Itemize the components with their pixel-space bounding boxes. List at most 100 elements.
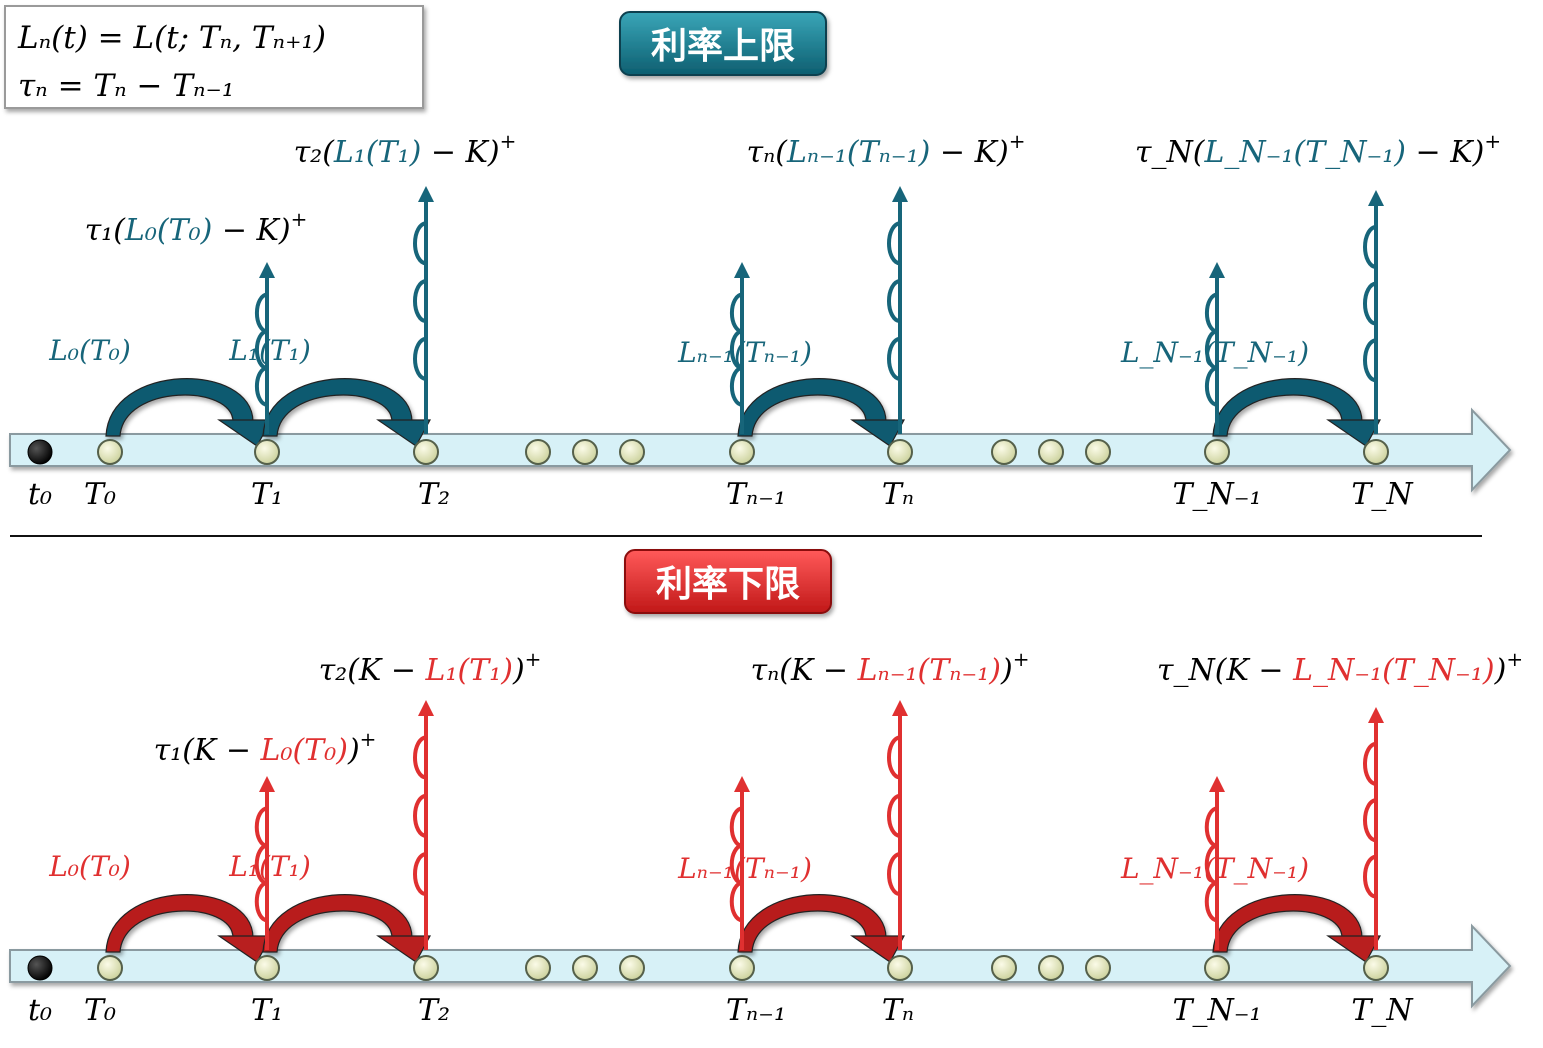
definitions-box: Lₙ(t) = L(t; Tₙ, Tₙ₊₁) τₙ = Tₙ − Tₙ₋₁ bbox=[4, 5, 424, 109]
definition-tau: τₙ = Tₙ − Tₙ₋₁ bbox=[18, 68, 234, 104]
arc-arrowhead-icon bbox=[1326, 935, 1382, 963]
payoff-part: L₁(T₁) bbox=[333, 135, 421, 170]
time-label: T_N bbox=[1351, 477, 1414, 512]
payoff-label: τ_N(L_N₋₁(T_N₋₁) − K)+ bbox=[1135, 129, 1501, 170]
payoff-label: τ₁(L₀(T₀) − K)+ bbox=[85, 207, 308, 248]
time-node-icon bbox=[1363, 955, 1389, 981]
ellipsis-node-icon bbox=[572, 439, 598, 465]
ellipsis-node-icon bbox=[991, 439, 1017, 465]
time-label: Tₙ bbox=[882, 993, 914, 1028]
payoff-label: τ₂(K − L₁(T₁))+ bbox=[319, 647, 542, 688]
rate-label: L_N₋₁(T_N₋₁) bbox=[1120, 852, 1309, 885]
payoff-label: τₙ(K − Lₙ₋₁(Tₙ₋₁))+ bbox=[751, 647, 1030, 688]
rate-label: L_N₋₁(T_N₋₁) bbox=[1120, 336, 1309, 369]
arc-arrowhead-icon bbox=[376, 419, 432, 447]
ellipsis-node-icon bbox=[991, 955, 1017, 981]
time-label: T₁ bbox=[251, 993, 283, 1028]
cap-title-badge: 利率上限 bbox=[619, 11, 827, 76]
time-node-icon bbox=[887, 439, 913, 465]
time-node-icon bbox=[254, 955, 280, 981]
ellipsis-node-icon bbox=[619, 439, 645, 465]
time-label: T₁ bbox=[251, 477, 283, 512]
time-node-icon bbox=[729, 955, 755, 981]
coupon-arrow-icon bbox=[887, 186, 908, 434]
rate-label: L₁(T₁) bbox=[228, 334, 311, 367]
floor-title-badge: 利率下限 bbox=[624, 549, 832, 614]
payoff-plus-superscript: + bbox=[291, 207, 308, 231]
payoff-part: − K) bbox=[1406, 135, 1484, 170]
payoff-plus-superscript: + bbox=[500, 129, 517, 153]
arc-arrowhead-icon bbox=[376, 935, 432, 963]
time-node-icon bbox=[97, 955, 123, 981]
time-node-icon bbox=[413, 955, 439, 981]
rate-label: Lₙ₋₁(Tₙ₋₁) bbox=[677, 336, 812, 369]
time-node-icon bbox=[1204, 955, 1230, 981]
time-node-icon bbox=[729, 439, 755, 465]
payoff-part: L₁(T₁) bbox=[425, 653, 513, 688]
payoff-label: τₙ(Lₙ₋₁(Tₙ₋₁) − K)+ bbox=[747, 129, 1026, 170]
time-label: T₂ bbox=[418, 477, 450, 512]
rate-label: L₀(T₀) bbox=[48, 334, 131, 367]
coupon-arrow-icon bbox=[729, 262, 750, 434]
coupon-arrow-icon bbox=[1204, 776, 1225, 950]
payoff-plus-superscript: + bbox=[360, 727, 377, 751]
rate-label: L₀(T₀) bbox=[48, 850, 131, 883]
payoff-part: τ_N(K − bbox=[1157, 653, 1293, 688]
origin-node-icon bbox=[27, 955, 53, 981]
cap-title: 利率上限 bbox=[651, 26, 795, 67]
arc-arrowhead-icon bbox=[1326, 419, 1382, 447]
time-label: T_N bbox=[1351, 993, 1414, 1028]
time-node-icon bbox=[254, 439, 280, 465]
payoff-part: τₙ( bbox=[747, 135, 789, 170]
arc-arrowhead-icon bbox=[850, 935, 906, 963]
time-label: T₀ bbox=[84, 477, 116, 512]
time-label: Tₙ₋₁ bbox=[726, 993, 786, 1028]
coupon-arrow-icon bbox=[1363, 707, 1384, 950]
ellipsis-node-icon bbox=[1085, 439, 1111, 465]
coupon-arrow-icon bbox=[413, 186, 434, 434]
time-label: T₀ bbox=[84, 993, 116, 1028]
ellipsis-node-icon bbox=[619, 955, 645, 981]
payoff-part: ) bbox=[1494, 653, 1507, 688]
payoff-part: ) bbox=[1000, 653, 1013, 688]
payoff-part: L₀(T₀) bbox=[260, 733, 348, 768]
ellipsis-node-icon bbox=[525, 955, 551, 981]
payoff-part: τ₁( bbox=[85, 213, 127, 248]
payoff-part: τ_N( bbox=[1135, 135, 1206, 170]
payoff-part: − K) bbox=[930, 135, 1008, 170]
payoff-part: − K) bbox=[421, 135, 499, 170]
payoff-plus-superscript: + bbox=[1013, 647, 1030, 671]
time-label: T_N₋₁ bbox=[1172, 477, 1261, 512]
time-label: T_N₋₁ bbox=[1172, 993, 1261, 1028]
coupon-arrow-icon bbox=[254, 776, 275, 950]
ellipsis-node-icon bbox=[1038, 439, 1064, 465]
time-node-icon bbox=[1204, 439, 1230, 465]
time-node-icon bbox=[887, 955, 913, 981]
coupon-arrow-icon bbox=[413, 700, 434, 950]
payoff-label: τ_N(K − L_N₋₁(T_N₋₁))+ bbox=[1157, 647, 1523, 688]
ellipsis-node-icon bbox=[525, 439, 551, 465]
payoff-part: ) bbox=[347, 733, 360, 768]
payoff-part: L_N₋₁(T_N₋₁) bbox=[1203, 135, 1406, 170]
payoff-part: τₙ(K − bbox=[751, 653, 858, 688]
time-node-icon bbox=[97, 439, 123, 465]
payoff-part: τ₂( bbox=[294, 135, 336, 170]
time-label: Tₙ bbox=[882, 477, 914, 512]
origin-node-icon bbox=[27, 439, 53, 465]
payoff-part: ) bbox=[512, 653, 525, 688]
payoff-part: τ₁(K − bbox=[154, 733, 261, 768]
floor-title: 利率下限 bbox=[656, 564, 800, 605]
ellipsis-node-icon bbox=[572, 955, 598, 981]
payoff-plus-superscript: + bbox=[1506, 647, 1523, 671]
timeline-arrow-icon bbox=[9, 407, 1512, 493]
payoff-plus-superscript: + bbox=[1484, 129, 1501, 153]
arc-arrowhead-icon bbox=[850, 419, 906, 447]
timeline-arrow-icon bbox=[9, 923, 1512, 1009]
ellipsis-node-icon bbox=[1038, 955, 1064, 981]
payoff-label: τ₁(K − L₀(T₀))+ bbox=[154, 727, 377, 768]
coupon-arrow-icon bbox=[254, 262, 275, 434]
rate-label: Lₙ₋₁(Tₙ₋₁) bbox=[677, 852, 812, 885]
definition-libor: Lₙ(t) = L(t; Tₙ, Tₙ₊₁) bbox=[17, 20, 326, 56]
